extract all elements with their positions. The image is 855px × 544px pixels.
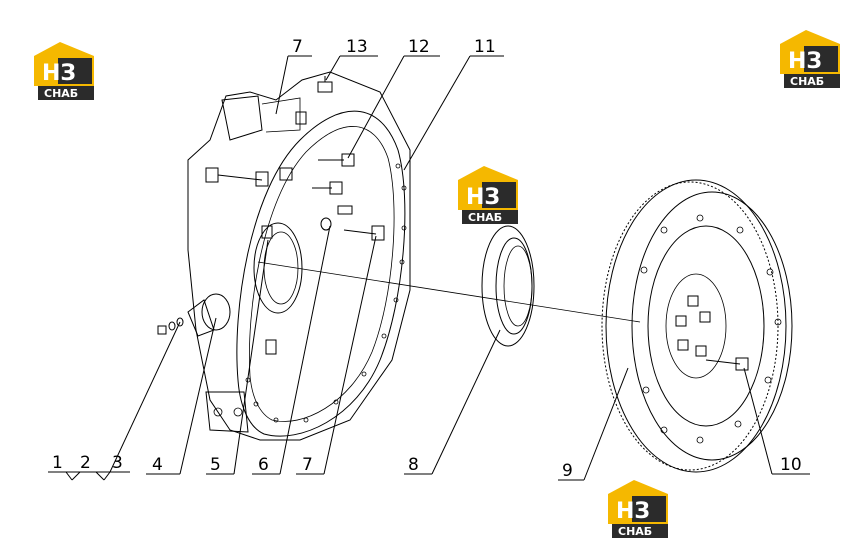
logo-subtitle: СНАБ bbox=[44, 87, 78, 100]
logo-monogram: НЗ bbox=[466, 185, 500, 210]
flywheel bbox=[601, 179, 793, 473]
callout-8: 8 bbox=[408, 455, 419, 475]
callout-3: 3 bbox=[112, 453, 123, 473]
callout-1: 1 bbox=[52, 453, 63, 473]
flywheel-bolts bbox=[675, 295, 711, 357]
callout-7-bottom: 7 bbox=[302, 455, 313, 475]
callout-9: 9 bbox=[562, 461, 573, 481]
callout-5: 5 bbox=[210, 455, 221, 475]
callout-2: 2 bbox=[80, 453, 91, 473]
flange-holes bbox=[245, 163, 407, 423]
logo-monogram: НЗ bbox=[42, 61, 76, 86]
callout-11: 11 bbox=[474, 37, 496, 57]
leader-lines bbox=[48, 55, 810, 481]
watermark-logo-center: НЗ СНАБ bbox=[458, 166, 518, 224]
callout-labels: 1 2 3 4 5 6 7 8 9 10 11 12 13 7 bbox=[52, 37, 802, 481]
callout-7-top: 7 bbox=[292, 37, 303, 57]
oil-seal bbox=[481, 225, 535, 347]
logo-monogram: НЗ bbox=[788, 49, 822, 74]
callout-12: 12 bbox=[408, 37, 430, 57]
logo-subtitle: СНАБ bbox=[790, 75, 824, 88]
flywheel-holes bbox=[640, 214, 782, 444]
center-axis bbox=[257, 261, 641, 323]
watermark-logo-top-right: НЗ СНАБ bbox=[780, 30, 840, 88]
logo-subtitle: СНАБ bbox=[468, 211, 502, 224]
watermark-logos: НЗ СНАБ НЗ СНАБ НЗ СНАБ НЗ СНАБ bbox=[34, 30, 840, 538]
logo-subtitle: СНАБ bbox=[618, 525, 652, 538]
callout-6: 6 bbox=[258, 455, 269, 475]
watermark-logo-bottom: НЗ СНАБ bbox=[608, 480, 668, 538]
callout-4: 4 bbox=[152, 455, 163, 475]
callout-13: 13 bbox=[346, 37, 368, 57]
flywheel-housing bbox=[157, 71, 411, 441]
logo-monogram: НЗ bbox=[616, 499, 650, 524]
watermark-logo-top-left: НЗ СНАБ bbox=[34, 42, 94, 100]
callout-10: 10 bbox=[780, 455, 802, 475]
